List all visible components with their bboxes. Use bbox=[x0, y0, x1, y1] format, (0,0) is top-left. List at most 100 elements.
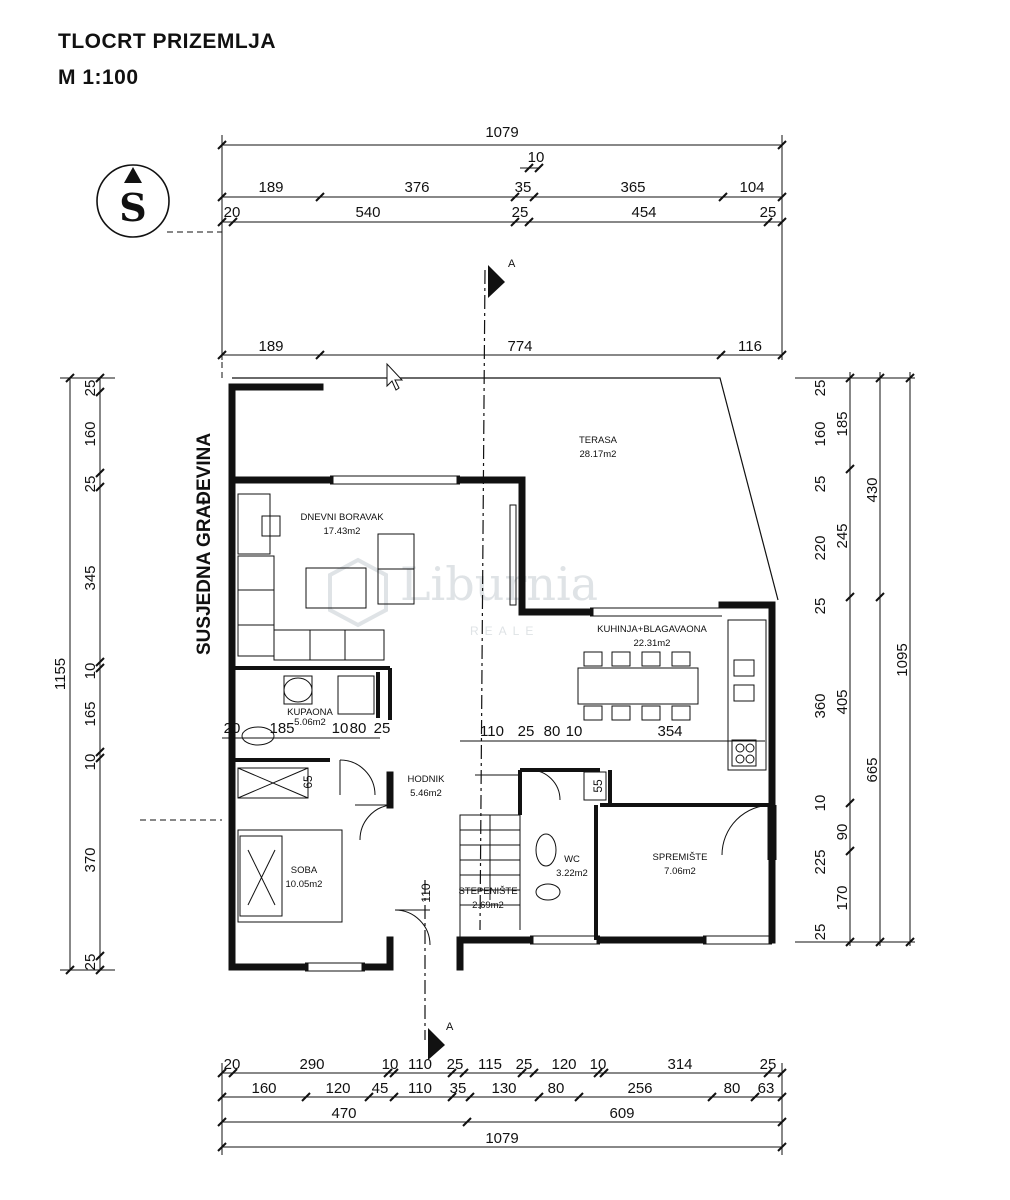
dim-label: 80 bbox=[724, 1080, 741, 1097]
dim-label: 370 bbox=[82, 847, 99, 872]
dimension-ticks bbox=[65, 140, 915, 1152]
dimension-labels-interior: 20 185 10 80 25 110 25 80 10 354 65 55 1… bbox=[224, 720, 683, 903]
watermark-sub: REALE bbox=[470, 624, 539, 638]
dim-label: 609 bbox=[609, 1105, 634, 1122]
dim-label: 10 bbox=[590, 1056, 607, 1073]
dim-label: 25 bbox=[82, 476, 99, 493]
dim-label: 130 bbox=[491, 1080, 516, 1097]
room-area: 17.43m2 bbox=[324, 526, 361, 537]
dim-label: 104 bbox=[739, 179, 764, 196]
dim-label: 360 bbox=[812, 693, 829, 718]
dim-label: 25 bbox=[512, 204, 529, 221]
dim-label: 1095 bbox=[894, 643, 911, 676]
dim-label: 25 bbox=[518, 723, 535, 740]
dim-label: 1079 bbox=[485, 124, 518, 141]
room-area: 7.06m2 bbox=[664, 866, 696, 877]
room-area: 3.22m2 bbox=[556, 868, 588, 879]
dim-label: 189 bbox=[258, 179, 283, 196]
dim-label: 1155 bbox=[52, 658, 69, 690]
room-area: 22.31m2 bbox=[634, 638, 671, 649]
room-name: SPREMIŠTE bbox=[653, 852, 708, 863]
dim-label: 665 bbox=[864, 757, 881, 782]
dim-label: 25 bbox=[374, 720, 391, 737]
dimension-labels-left: 25 160 25 345 10 165 10 370 25 1155 bbox=[52, 380, 99, 971]
dim-label: 20 bbox=[224, 1056, 241, 1073]
room-area: 28.17m2 bbox=[580, 449, 617, 460]
room-area: 5.46m2 bbox=[410, 788, 442, 799]
dim-label: 25 bbox=[760, 204, 777, 221]
mouse-cursor-icon bbox=[386, 362, 404, 391]
dim-label: 25 bbox=[82, 380, 99, 397]
room-area: 10.05m2 bbox=[286, 879, 323, 890]
furniture bbox=[237, 493, 767, 923]
dim-label: 1079 bbox=[485, 1130, 518, 1147]
dim-label: 110 bbox=[408, 1080, 432, 1097]
dim-label: 10 bbox=[528, 149, 545, 166]
dimension-labels-right: 25 160 25 220 25 360 10 225 25 185 245 4… bbox=[812, 380, 911, 941]
dim-label: 10 bbox=[82, 663, 99, 680]
dim-label: 245 bbox=[834, 523, 851, 548]
dim-label: 10 bbox=[566, 723, 583, 740]
plan-scale: M 1:100 bbox=[58, 66, 139, 89]
room-labels: TERASA 28.17m2 DNEVNI BORAVAK 17.43m2 KU… bbox=[286, 435, 708, 911]
dim-label: 220 bbox=[812, 535, 829, 560]
dim-label: 376 bbox=[404, 179, 429, 196]
dim-label: 10 bbox=[332, 720, 349, 737]
dim-label: 290 bbox=[299, 1056, 324, 1073]
dim-label: 63 bbox=[758, 1080, 775, 1097]
room-name: HODNIK bbox=[408, 774, 446, 785]
dim-label: 110 bbox=[408, 1056, 432, 1073]
doors bbox=[339, 759, 773, 946]
dim-label: 25 bbox=[447, 1056, 464, 1073]
dim-label: 25 bbox=[82, 954, 99, 971]
room-name: SOBA bbox=[291, 865, 318, 876]
dim-label: 115 bbox=[478, 1056, 502, 1073]
dim-label: 540 bbox=[355, 204, 380, 221]
dim-label: 35 bbox=[450, 1080, 467, 1097]
dim-label: 160 bbox=[812, 421, 829, 446]
room-name: WC bbox=[564, 854, 580, 865]
dim-label: 35 bbox=[515, 179, 532, 196]
dim-label: 120 bbox=[325, 1080, 350, 1097]
plan-title: TLOCRT PRIZEMLJA bbox=[58, 30, 276, 53]
watermark: Liburnia REALE bbox=[328, 557, 598, 638]
dim-label: 10 bbox=[82, 754, 99, 771]
dim-label: 189 bbox=[258, 338, 283, 355]
dim-label: 25 bbox=[812, 924, 829, 941]
dim-label: 45 bbox=[372, 1080, 389, 1097]
dim-label: 256 bbox=[627, 1080, 652, 1097]
dim-label: 110 bbox=[480, 723, 504, 740]
room-name: STEPENIŠTE bbox=[458, 886, 517, 897]
dim-label: 25 bbox=[812, 476, 829, 493]
room-area: 5.06m2 bbox=[294, 717, 326, 728]
dim-label: 65 bbox=[301, 775, 315, 789]
staircase bbox=[459, 774, 521, 940]
dim-label: 55 bbox=[591, 779, 605, 793]
dim-label: 90 bbox=[834, 824, 851, 841]
dim-label: 25 bbox=[812, 598, 829, 615]
dim-label: 10 bbox=[812, 795, 829, 812]
dim-label: 314 bbox=[667, 1056, 692, 1073]
dim-label: 160 bbox=[251, 1080, 276, 1097]
dimension-lines bbox=[60, 135, 915, 1155]
dim-label: 10 bbox=[382, 1056, 399, 1073]
dim-label: 80 bbox=[544, 723, 561, 740]
dimension-labels-bottom: 20 290 10 110 25 115 25 120 10 314 25 16… bbox=[224, 1056, 777, 1147]
dim-label: 25 bbox=[760, 1056, 777, 1073]
room-name: KUHINJA+BLAGAVAONA bbox=[597, 624, 707, 635]
dim-label: 185 bbox=[834, 411, 851, 436]
dim-label: 80 bbox=[548, 1080, 565, 1097]
watermark-name: Liburnia bbox=[400, 557, 598, 611]
dimension-labels-top: 1079 10 189 376 35 365 104 20 540 25 454… bbox=[224, 124, 777, 355]
windows bbox=[305, 475, 777, 972]
dim-label: 405 bbox=[834, 689, 851, 714]
dim-label: 116 bbox=[738, 338, 762, 355]
north-symbol: S bbox=[96, 164, 222, 238]
room-name: DNEVNI BORAVAK bbox=[300, 512, 384, 523]
section-marker-bottom: A bbox=[446, 1021, 454, 1033]
dim-label: 774 bbox=[507, 338, 532, 355]
dim-label: 365 bbox=[620, 179, 645, 196]
dim-label: 354 bbox=[657, 723, 682, 740]
dim-label: 470 bbox=[331, 1105, 356, 1122]
